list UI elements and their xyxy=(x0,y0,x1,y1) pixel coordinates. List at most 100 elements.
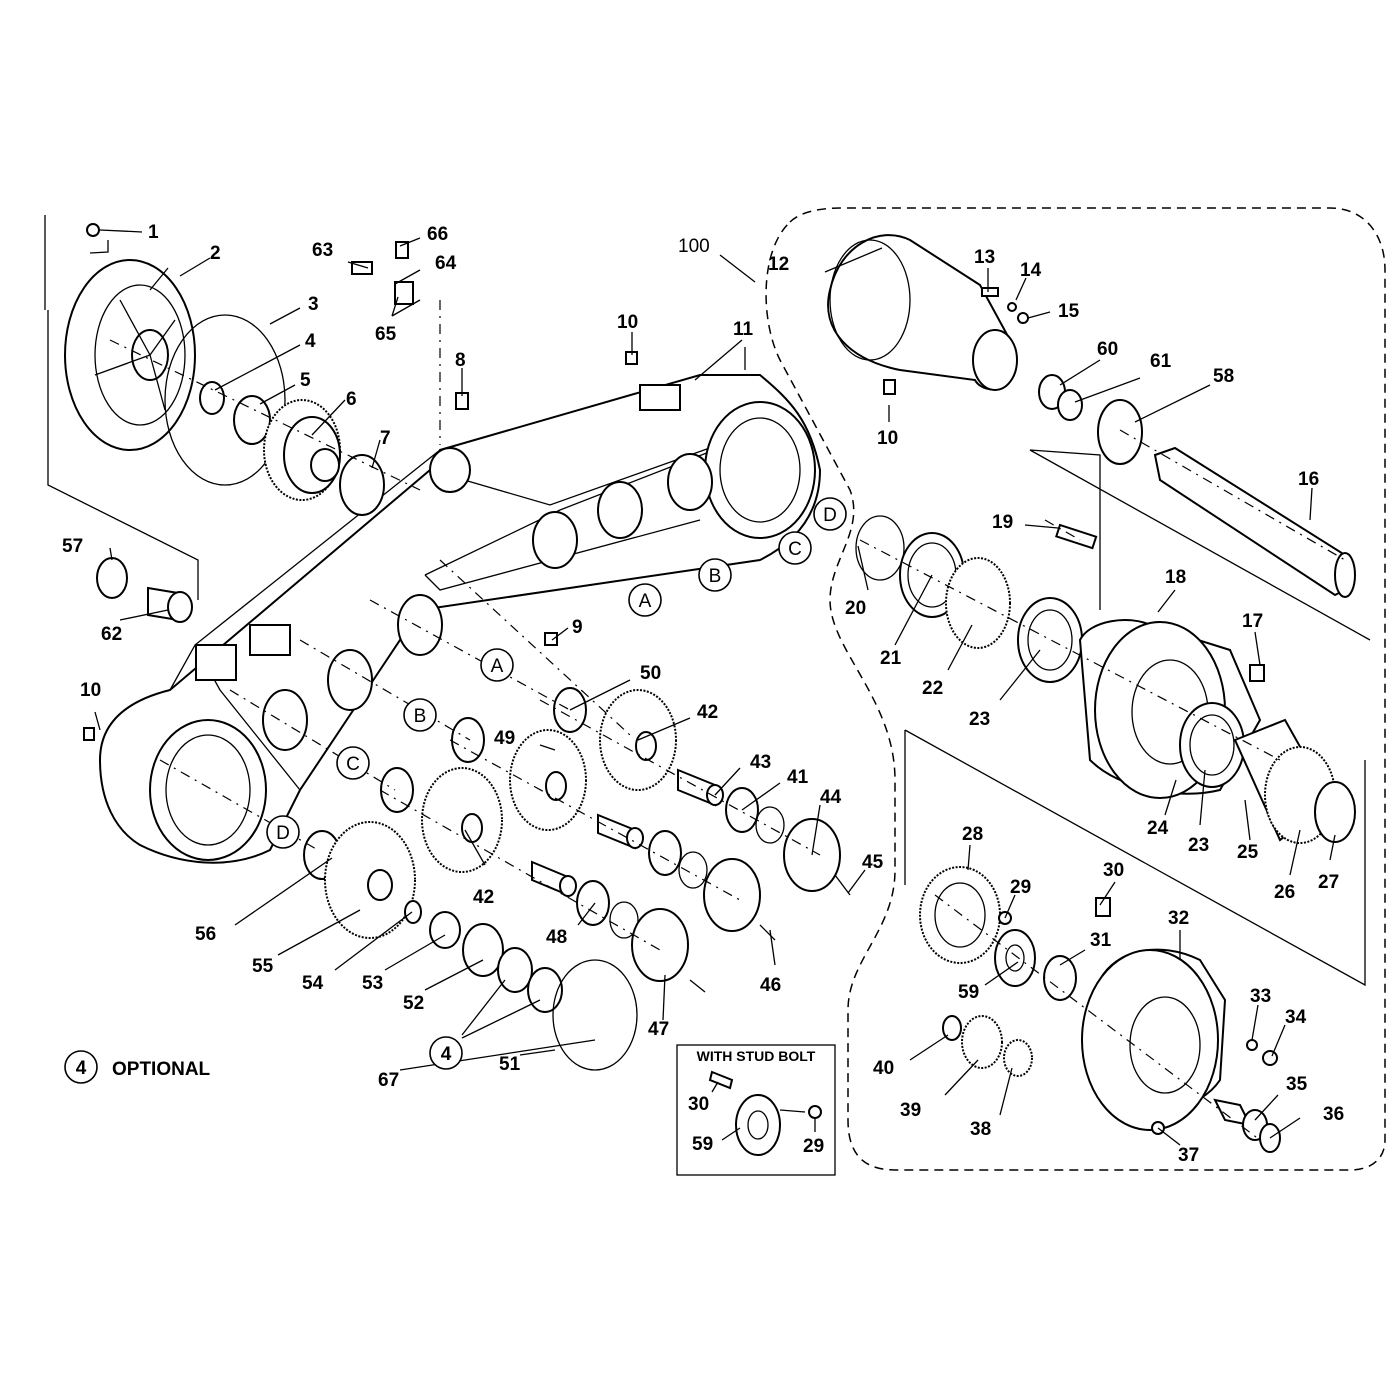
cover-47 xyxy=(631,908,689,982)
svg-text:1: 1 xyxy=(148,222,159,243)
svg-text:61: 61 xyxy=(1150,351,1172,372)
o-ring-51 xyxy=(552,959,638,1071)
svg-text:10: 10 xyxy=(617,312,638,333)
svg-text:D: D xyxy=(276,823,290,844)
callout-c-upper: C xyxy=(778,531,812,565)
leader-100 xyxy=(719,254,756,283)
svg-text:50: 50 xyxy=(640,663,661,684)
plug-9 xyxy=(544,632,558,646)
ring-31 xyxy=(1043,955,1077,1001)
svg-text:C: C xyxy=(788,539,802,560)
svg-text:54: 54 xyxy=(302,973,324,994)
shaft-35 xyxy=(1213,1098,1268,1141)
svg-text:13: 13 xyxy=(974,247,995,268)
nut-34 xyxy=(1262,1050,1278,1066)
o-ring-right xyxy=(755,806,785,844)
bearing-48 xyxy=(576,880,610,926)
svg-text:8: 8 xyxy=(455,350,466,371)
bolt-45 xyxy=(834,874,851,896)
sleeve-62 xyxy=(147,586,193,623)
svg-text:49: 49 xyxy=(494,728,515,749)
shaft-43 xyxy=(677,768,724,807)
svg-text:35: 35 xyxy=(1286,1074,1308,1095)
washer-14 xyxy=(1007,302,1017,312)
svg-text:23: 23 xyxy=(969,709,990,730)
svg-text:40: 40 xyxy=(873,1058,894,1079)
svg-text:B: B xyxy=(709,566,722,587)
bearing-52 xyxy=(462,923,504,977)
svg-text:OPTIONAL: OPTIONAL xyxy=(112,1059,211,1080)
plug-10-hub xyxy=(883,379,896,395)
legend-optional: 4 OPTIONAL xyxy=(64,1050,211,1084)
svg-text:2: 2 xyxy=(210,243,221,264)
bearing-5 xyxy=(233,395,271,445)
svg-text:64: 64 xyxy=(435,253,457,274)
seal-4a xyxy=(497,947,533,993)
svg-text:34: 34 xyxy=(1285,1007,1307,1028)
hub-assembly-boundary xyxy=(765,207,1386,1171)
svg-text:33: 33 xyxy=(1250,986,1271,1007)
svg-text:63: 63 xyxy=(312,240,333,261)
bearing-c xyxy=(380,767,414,813)
o-ring-mid xyxy=(678,851,708,889)
svg-text:4: 4 xyxy=(305,331,316,352)
shaft-38 xyxy=(1003,1039,1033,1077)
svg-text:15: 15 xyxy=(1058,301,1080,322)
svg-text:30: 30 xyxy=(1103,860,1124,881)
svg-text:WITH STUD BOLT: WITH STUD BOLT xyxy=(697,1048,816,1064)
bearing-mid xyxy=(648,830,682,876)
svg-text:67: 67 xyxy=(378,1070,399,1091)
ring-61 xyxy=(1057,389,1083,421)
svg-text:66: 66 xyxy=(427,224,448,245)
svg-text:30: 30 xyxy=(688,1094,709,1115)
svg-text:27: 27 xyxy=(1318,872,1339,893)
callout-b-upper: B xyxy=(698,558,732,592)
gear-55 xyxy=(324,821,416,939)
svg-text:59: 59 xyxy=(692,1134,713,1155)
callout-4: 4 xyxy=(429,1036,463,1070)
svg-text:56: 56 xyxy=(195,924,216,945)
svg-text:18: 18 xyxy=(1165,567,1186,588)
svg-text:37: 37 xyxy=(1178,1145,1199,1166)
callout-c-lower: C xyxy=(336,746,370,780)
shaft-low xyxy=(531,860,577,897)
svg-text:20: 20 xyxy=(845,598,866,619)
callout-b-lower: B xyxy=(403,698,437,732)
svg-text:16: 16 xyxy=(1298,469,1319,490)
ring-54 xyxy=(404,900,422,924)
frame-lines-right xyxy=(904,449,1371,987)
svg-text:A: A xyxy=(639,591,652,612)
svg-text:17: 17 xyxy=(1242,611,1263,632)
svg-text:52: 52 xyxy=(403,993,424,1014)
frame-lines-left xyxy=(44,215,199,600)
svg-text:11: 11 xyxy=(733,319,754,340)
callout-a-lower: A xyxy=(480,648,514,682)
svg-text:6: 6 xyxy=(346,389,357,410)
callout-d-upper: D xyxy=(813,497,847,531)
svg-text:65: 65 xyxy=(375,324,397,345)
seal-57 xyxy=(96,557,128,599)
svg-text:28: 28 xyxy=(962,824,983,845)
fitting-64 xyxy=(394,281,414,305)
carrier-28 xyxy=(919,866,1001,964)
gasket-3 xyxy=(164,314,286,486)
leader-lines xyxy=(94,229,1336,1146)
svg-text:26: 26 xyxy=(1274,882,1295,903)
svg-text:47: 47 xyxy=(648,1019,669,1040)
bearing-23-left xyxy=(1017,597,1083,683)
svg-text:39: 39 xyxy=(900,1100,921,1121)
callout-d-lower: D xyxy=(266,815,300,849)
shaft-mid xyxy=(597,813,644,850)
screw-1 xyxy=(86,223,100,237)
svg-text:4: 4 xyxy=(441,1044,452,1065)
svg-text:57: 57 xyxy=(62,536,83,557)
svg-text:9: 9 xyxy=(572,617,583,638)
svg-text:36: 36 xyxy=(1323,1104,1344,1125)
part-number-labels: 1 2 3 4 5 6 7 8 9 10 10 10 11 12 13 14 1… xyxy=(62,222,1344,1166)
svg-text:22: 22 xyxy=(922,678,943,699)
gear-42-lower xyxy=(421,767,503,873)
o-ring-low xyxy=(609,901,639,939)
svg-text:D: D xyxy=(823,505,837,526)
svg-text:10: 10 xyxy=(80,680,101,701)
